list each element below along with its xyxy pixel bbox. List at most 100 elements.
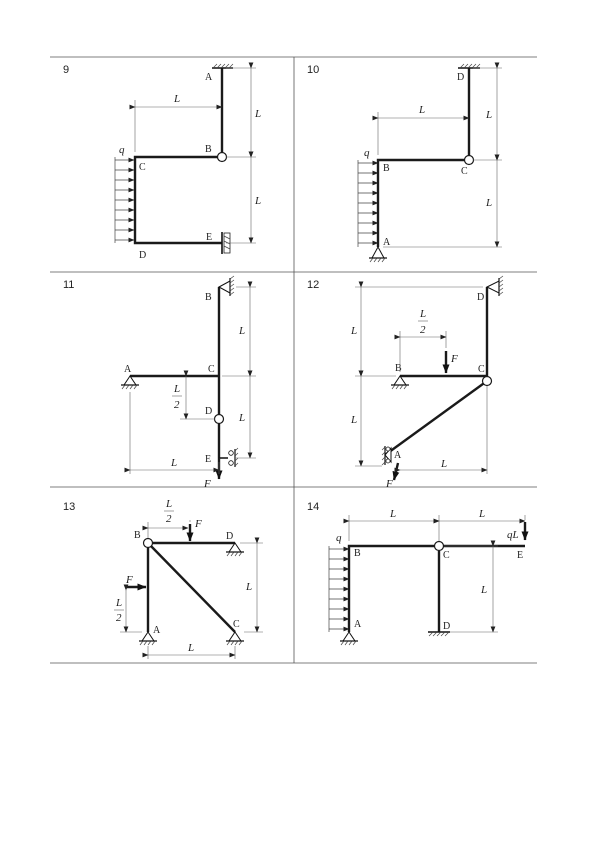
dimension-lines xyxy=(129,62,256,244)
point-a-label: A xyxy=(124,364,132,375)
point-d-label: D xyxy=(457,72,464,83)
table-grid xyxy=(50,56,537,664)
point-d-label: D xyxy=(205,406,212,417)
point-b-label: B xyxy=(205,144,212,155)
problem-number: 10 xyxy=(307,64,319,76)
distributed-load xyxy=(357,160,379,247)
fixed-support-a xyxy=(212,63,234,69)
pin-support-a xyxy=(121,375,139,390)
dim-l-upper: L xyxy=(254,108,261,120)
dim-half-numerator-top: L xyxy=(165,498,172,510)
diagonal-member xyxy=(147,542,236,633)
dimension-lines xyxy=(120,520,263,659)
roller-support-a xyxy=(381,446,392,466)
point-a-label: A xyxy=(354,619,362,630)
distributed-load xyxy=(328,546,350,632)
force-f-bottom-label: F xyxy=(385,478,393,490)
problem-number: 14 xyxy=(307,501,319,513)
dim-l-vertical: L xyxy=(245,581,252,593)
dimension-lines xyxy=(124,281,256,474)
load-q-label: q xyxy=(336,532,342,544)
dim-half-denominator: 2 xyxy=(420,324,426,336)
problem-11: 11 F B A C D E xyxy=(63,275,256,490)
point-a-label: A xyxy=(394,450,402,461)
point-c-label: C xyxy=(208,364,215,375)
pin-support-a xyxy=(139,631,157,646)
load-q-label: q xyxy=(119,144,125,156)
pin-support-d xyxy=(226,542,244,557)
point-a-label: A xyxy=(153,625,161,636)
point-b-label: B xyxy=(354,548,361,559)
problem-10: 10 q D B C A xyxy=(307,62,502,263)
dim-l-lower: L xyxy=(350,414,357,426)
point-c-label: C xyxy=(139,162,146,173)
dimension-lines xyxy=(355,281,488,474)
dimension-lines xyxy=(343,515,526,633)
dim-half-numerator: L xyxy=(173,383,180,395)
frame-member-left xyxy=(347,544,525,632)
pin-support-a xyxy=(340,631,358,646)
force-f-top-label: F xyxy=(450,353,458,365)
point-c-label: C xyxy=(233,619,240,630)
point-b-label: B xyxy=(395,363,402,374)
point-b-label: B xyxy=(383,163,390,174)
problem-9: 9 q A B C D xyxy=(63,62,261,261)
problem-number: 11 xyxy=(63,279,74,291)
point-b-label: B xyxy=(134,530,141,541)
force-arrow-f-bottom xyxy=(392,462,400,481)
dim-l-lower: L xyxy=(485,197,492,209)
pin-support-d xyxy=(485,275,504,296)
pin-support-c xyxy=(226,631,244,646)
point-d-label: D xyxy=(226,531,233,542)
problem-14: 14 q qL B C E A D xyxy=(307,501,529,646)
dim-l-left: L xyxy=(389,508,396,520)
dimension-lines xyxy=(372,62,502,248)
force-f-left-label: F xyxy=(125,574,133,586)
point-d-label: D xyxy=(477,292,484,303)
pin-support-a xyxy=(369,245,387,263)
distributed-load xyxy=(114,157,135,243)
point-d-label: D xyxy=(139,250,146,261)
point-e-label: E xyxy=(205,454,211,465)
point-a-label: A xyxy=(205,72,213,83)
point-b-label: B xyxy=(205,292,212,303)
dim-half-denominator-left: 2 xyxy=(116,612,122,624)
load-q-label: q xyxy=(364,147,370,159)
dim-l-horizontal: L xyxy=(170,457,177,469)
force-f-top-label: F xyxy=(194,518,202,530)
dim-half-numerator-left: L xyxy=(115,597,122,609)
point-d-label: D xyxy=(443,621,450,632)
frame-member xyxy=(400,287,489,378)
inclined-member xyxy=(384,380,488,456)
dim-l-vertical: L xyxy=(480,584,487,596)
dim-l-upper: L xyxy=(350,325,357,337)
dim-l-horizontal: L xyxy=(173,93,180,105)
point-c-label: C xyxy=(443,550,450,561)
problem-number: 13 xyxy=(63,501,75,513)
point-c-label: C xyxy=(478,364,485,375)
dim-half-numerator: L xyxy=(419,308,426,320)
force-ql-label: qL xyxy=(507,529,519,541)
hinge-c xyxy=(481,375,493,387)
frame-member xyxy=(376,68,471,247)
hinge-c xyxy=(463,154,475,166)
pin-support-b xyxy=(217,275,235,296)
dim-l-horizontal: L xyxy=(418,104,425,116)
pin-support-b xyxy=(391,375,409,390)
point-e-label: E xyxy=(206,232,212,243)
problem-13: 13 F F B D A C xyxy=(63,498,263,659)
hinge-b xyxy=(216,151,228,163)
problem-number: 12 xyxy=(307,279,319,291)
dim-l-upper: L xyxy=(485,109,492,121)
hinge-b xyxy=(142,537,154,549)
dim-l-right: L xyxy=(478,508,485,520)
hinge-c xyxy=(433,540,445,552)
dim-l-lower: L xyxy=(254,195,261,207)
fixed-support-d xyxy=(428,631,450,637)
point-c-label: C xyxy=(461,166,468,177)
dim-l-horizontal: L xyxy=(187,642,194,654)
point-a-label: A xyxy=(383,237,391,248)
fixed-support-d xyxy=(458,63,481,69)
